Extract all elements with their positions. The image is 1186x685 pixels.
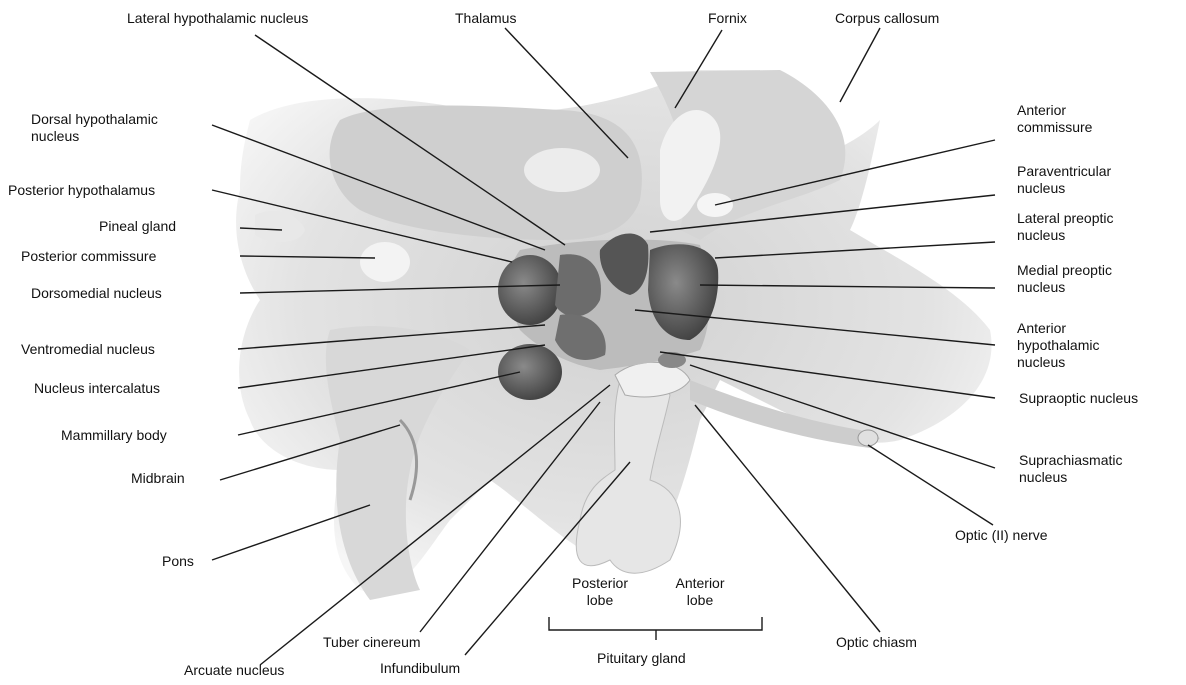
label-suprachiasmatic: Suprachiasmatic nucleus [1019, 452, 1123, 486]
label-anterior-commissure-line1: Anterior [1017, 102, 1092, 119]
label-supraoptic: Supraoptic nucleus [1019, 390, 1138, 407]
label-anterior-hypothalamic: Anterior hypothalamic nucleus [1017, 320, 1100, 371]
label-anterior-commissure-line2: commissure [1017, 119, 1092, 136]
label-pineal-gland: Pineal gland [99, 218, 176, 235]
label-optic-chiasm: Optic chiasm [836, 634, 917, 651]
line-corpus-callosum [840, 28, 880, 102]
label-medial-preoptic-line2: nucleus [1017, 279, 1112, 296]
label-lateral-preoptic-line1: Lateral preoptic [1017, 210, 1114, 227]
label-pons: Pons [162, 553, 194, 570]
label-anterior-hypothalamic-line3: nucleus [1017, 354, 1100, 371]
label-posterior-commissure: Posterior commissure [21, 248, 156, 265]
label-anterior-lobe-line1: Anterior [665, 575, 735, 592]
optic-nerve-end [858, 430, 878, 446]
label-intercalatus: Nucleus intercalatus [34, 380, 160, 397]
label-anterior-hypothalamic-line1: Anterior [1017, 320, 1100, 337]
label-medial-preoptic: Medial preoptic nucleus [1017, 262, 1112, 296]
label-dorsal-hypothalamic-line2: nucleus [31, 128, 158, 145]
label-optic-nerve: Optic (II) nerve [955, 527, 1048, 544]
label-lateral-preoptic-line2: nucleus [1017, 227, 1114, 244]
label-posterior-hypothalamus: Posterior hypothalamus [8, 182, 155, 199]
label-thalamus: Thalamus [455, 10, 516, 27]
pituitary-bracket [549, 617, 762, 630]
label-anterior-commissure: Anterior commissure [1017, 102, 1092, 136]
label-paraventricular: Paraventricular nucleus [1017, 163, 1111, 197]
label-posterior-lobe-line1: Posterior [560, 575, 640, 592]
label-tuber-cinereum: Tuber cinereum [323, 634, 421, 651]
label-dorsal-hypothalamic-line1: Dorsal hypothalamic [31, 111, 158, 128]
label-corpus-callosum: Corpus callosum [835, 10, 939, 27]
posterior-hypothalamus-nucleus [498, 255, 562, 325]
posterior-commissure-shape [360, 242, 410, 282]
label-suprachiasmatic-line2: nucleus [1019, 469, 1123, 486]
label-infundibulum: Infundibulum [380, 660, 460, 677]
label-midbrain: Midbrain [131, 470, 185, 487]
label-paraventricular-line1: Paraventricular [1017, 163, 1111, 180]
label-arcuate: Arcuate nucleus [184, 662, 284, 679]
label-lateral-hypothalamic: Lateral hypothalamic nucleus [127, 10, 308, 27]
label-ventromedial: Ventromedial nucleus [21, 341, 155, 358]
label-anterior-lobe-line2: lobe [665, 592, 735, 609]
label-posterior-lobe-line2: lobe [560, 592, 640, 609]
label-mammillary: Mammillary body [61, 427, 167, 444]
label-anterior-lobe: Anterior lobe [665, 575, 735, 609]
label-fornix: Fornix [708, 10, 747, 27]
label-medial-preoptic-line1: Medial preoptic [1017, 262, 1112, 279]
label-posterior-lobe: Posterior lobe [560, 575, 640, 609]
label-anterior-hypothalamic-line2: hypothalamic [1017, 337, 1100, 354]
label-suprachiasmatic-line1: Suprachiasmatic [1019, 452, 1123, 469]
mammillary-body-shape [498, 344, 562, 400]
line-optic-nerve [868, 445, 993, 525]
label-paraventricular-line2: nucleus [1017, 180, 1111, 197]
label-lateral-preoptic: Lateral preoptic nucleus [1017, 210, 1114, 244]
label-pituitary: Pituitary gland [597, 650, 686, 667]
label-dorsomedial: Dorsomedial nucleus [31, 285, 162, 302]
thalamus-ellipse [524, 148, 600, 192]
label-dorsal-hypothalamic: Dorsal hypothalamic nucleus [31, 111, 158, 145]
